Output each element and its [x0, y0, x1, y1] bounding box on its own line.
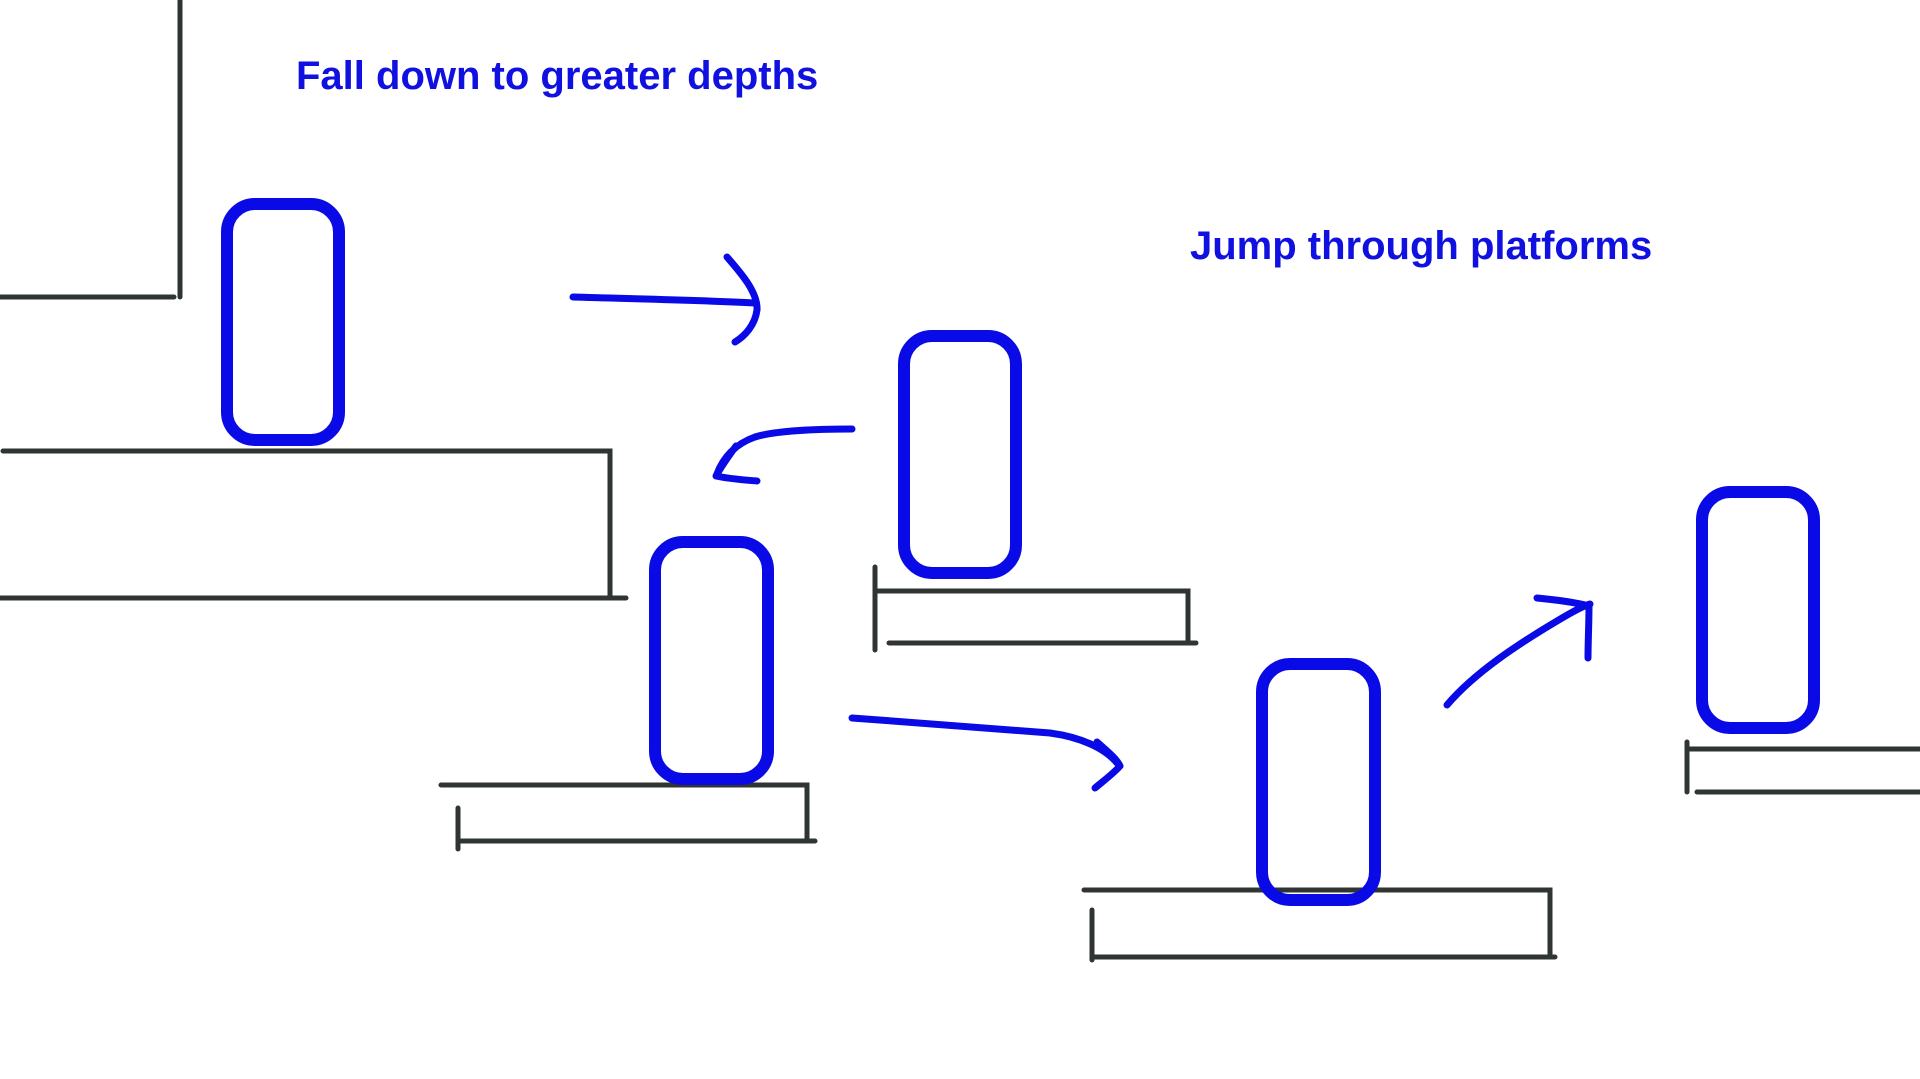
right-edge-platform — [1684, 739, 1920, 795]
upper-ledge-platform — [0, 448, 629, 601]
terrain-group — [0, 0, 1920, 963]
arrows-group — [569, 253, 1594, 792]
arrow-right-icon — [569, 253, 761, 346]
arrow-long-right-icon — [848, 714, 1124, 792]
top-left-wall — [0, 0, 183, 300]
character-mid-left — [649, 536, 774, 785]
character-bottom — [1256, 658, 1381, 906]
middle-right-platform — [872, 564, 1199, 653]
character-mid-right — [898, 330, 1022, 579]
caption-fall-down: Fall down to greater depths — [296, 54, 819, 98]
characters-group — [221, 198, 1820, 906]
character-start — [221, 198, 345, 446]
bottom-platform — [1081, 887, 1558, 963]
character-end — [1696, 486, 1820, 734]
arrow-up-right-icon — [1443, 594, 1594, 709]
arrow-curved-left-icon — [712, 425, 856, 485]
middle-left-platform — [438, 782, 818, 852]
caption-jump-through: Jump through platforms — [1190, 224, 1653, 268]
